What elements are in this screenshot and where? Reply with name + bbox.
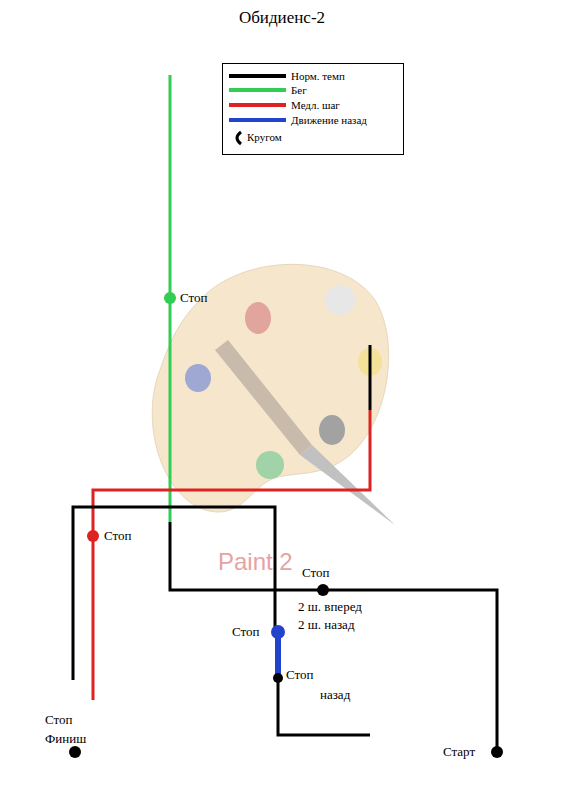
legend-text: Медл. шаг (291, 98, 340, 112)
course-label: 2 ш. вперед (298, 599, 362, 614)
legend-text: Движение назад (291, 113, 367, 127)
title: Обидиенс-2 (0, 8, 564, 28)
legend-swatch (229, 74, 286, 78)
course-label: Стоп (286, 667, 313, 682)
legend-text: Норм. темп (291, 69, 345, 83)
course-label: 2 ш. назад (298, 617, 355, 632)
course-label: Стоп (45, 712, 72, 727)
legend-swatch (229, 103, 286, 107)
course-label: Старт (443, 744, 475, 759)
palette-watermark (152, 264, 395, 525)
stop-dots (69, 292, 503, 758)
legend-text: Кругом (247, 130, 282, 144)
watermark: Paint 2 (218, 548, 293, 576)
course-label: Стоп (232, 624, 259, 639)
course-label: Стоп (104, 528, 131, 543)
course-label: Стоп (180, 290, 207, 305)
about-turn-symbol (231, 130, 245, 146)
course-label: Стоп (302, 565, 329, 580)
course-label: Финиш (45, 731, 86, 746)
legend: Норм. темпБегМедл. шагДвижение назадКруг… (222, 63, 404, 155)
course-path (73, 75, 497, 752)
course-label: назад (320, 687, 350, 702)
legend-text: Бег (291, 83, 307, 97)
legend-swatch (229, 88, 286, 92)
legend-swatch (229, 118, 286, 122)
